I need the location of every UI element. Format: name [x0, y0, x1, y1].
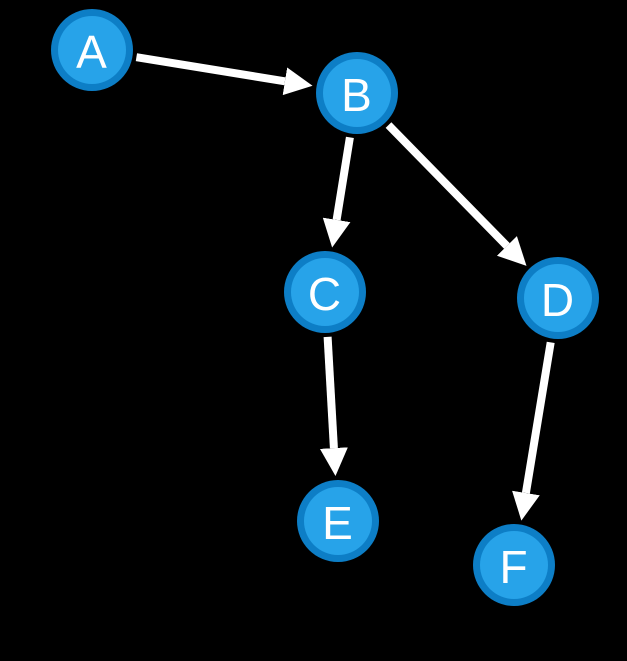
edge-b-to-d — [385, 122, 527, 266]
node-inner-circle — [323, 59, 391, 127]
node-inner-circle — [524, 264, 592, 332]
edge-a-to-b — [135, 53, 313, 96]
node-b[interactable]: B — [316, 52, 398, 134]
node-inner-circle — [58, 16, 126, 84]
node-a[interactable]: A — [51, 9, 133, 91]
edge-b-to-c — [322, 136, 354, 248]
node-f[interactable]: F — [473, 524, 555, 606]
node-c[interactable]: C — [284, 251, 366, 333]
node-label: E — [322, 497, 354, 549]
node-layer: A B C D E F — [51, 9, 599, 606]
edge-layer — [135, 53, 555, 521]
edge-d-to-f — [512, 341, 555, 521]
node-label: C — [308, 268, 342, 320]
node-inner-circle — [304, 487, 372, 555]
node-label: B — [341, 69, 373, 121]
node-label: F — [499, 541, 528, 593]
node-label: D — [541, 274, 575, 326]
node-inner-circle — [291, 258, 359, 326]
node-inner-circle — [480, 531, 548, 599]
node-label: A — [76, 26, 108, 78]
node-d[interactable]: D — [517, 257, 599, 339]
edge-c-to-e — [319, 336, 348, 477]
node-e[interactable]: E — [297, 480, 379, 562]
